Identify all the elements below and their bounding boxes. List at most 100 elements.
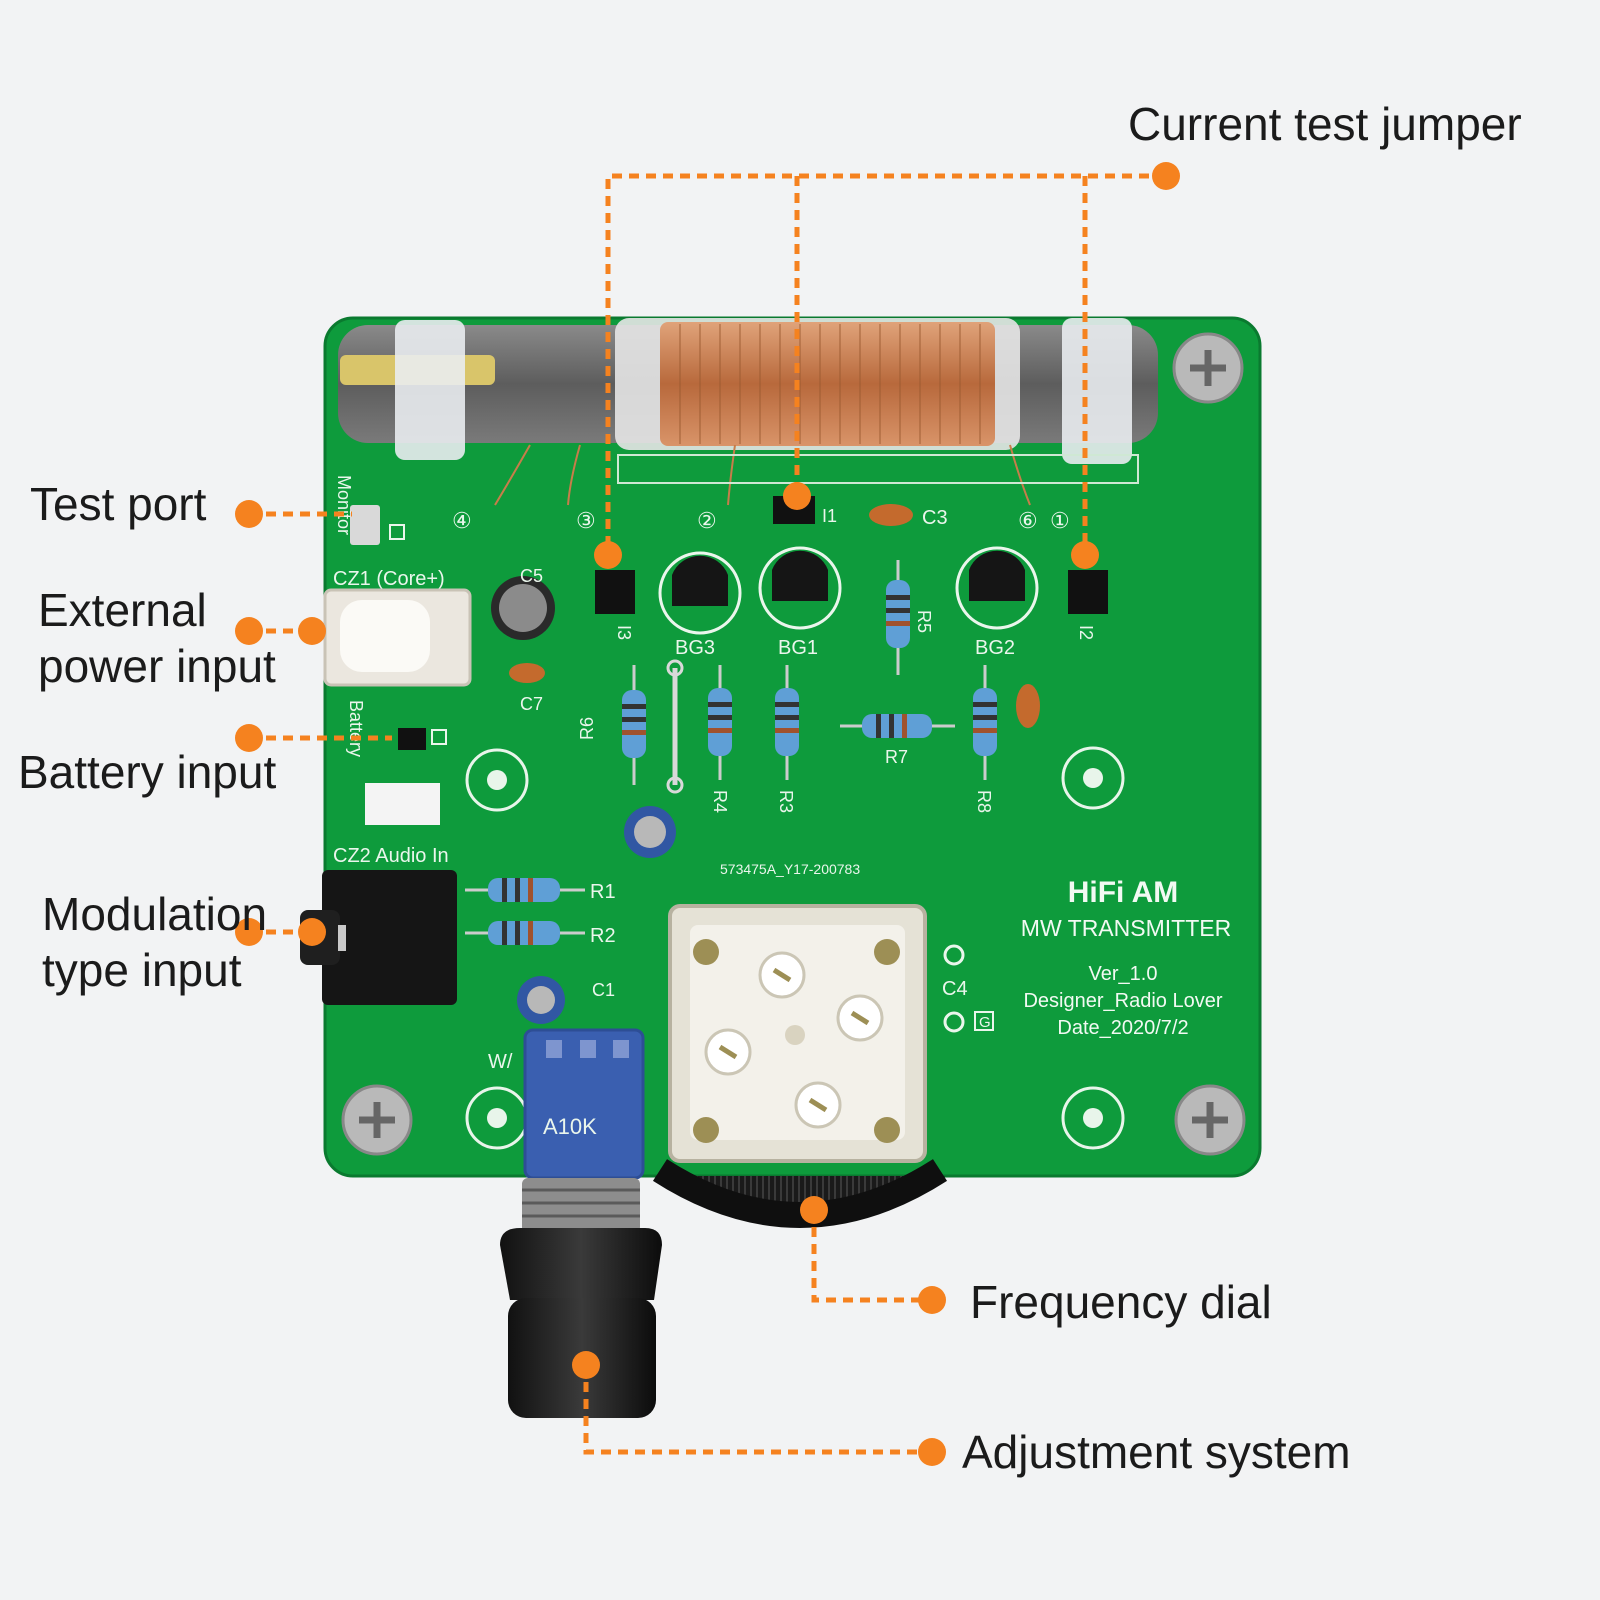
pot-value-label: A10K bbox=[543, 1114, 597, 1139]
svg-text:R8: R8 bbox=[974, 790, 994, 813]
silk-white-pad bbox=[365, 783, 440, 825]
svg-text:R6: R6 bbox=[577, 717, 597, 740]
dot-battery bbox=[235, 724, 263, 752]
callout-dots bbox=[235, 162, 1180, 1466]
capacitor-c3: C3 bbox=[869, 504, 948, 529]
callout-modulation-input: Modulation type input bbox=[42, 886, 267, 998]
test-port-monitor: Monitor bbox=[334, 475, 405, 545]
resistor-r2: R2 bbox=[465, 921, 616, 947]
dot-jumper-i3 bbox=[594, 541, 622, 569]
capacitor-c4: C4 G bbox=[942, 944, 994, 1033]
svg-text:R5: R5 bbox=[914, 610, 934, 633]
svg-text:I2: I2 bbox=[1076, 625, 1096, 640]
svg-text:I3: I3 bbox=[614, 625, 634, 640]
svg-text:C4: C4 bbox=[942, 978, 968, 1000]
svg-text:R3: R3 bbox=[776, 790, 796, 813]
resistor-r4: R4 bbox=[708, 665, 732, 813]
svg-text:R1: R1 bbox=[590, 881, 616, 903]
cz1-silk-label: CZ1 (Core+) bbox=[333, 568, 445, 590]
cz2-silk-label: CZ2 Audio In bbox=[333, 845, 449, 867]
board-serial: 573475A_Y17-200783 bbox=[720, 861, 860, 877]
callout-battery-input: Battery input bbox=[18, 746, 277, 798]
pin4-label: ④ bbox=[452, 508, 472, 533]
dot-adjustment-end bbox=[918, 1438, 946, 1466]
board-designer: Designer_Radio Lover bbox=[1023, 990, 1222, 1012]
svg-text:R7: R7 bbox=[885, 747, 908, 767]
battery-connector: Battery bbox=[346, 700, 447, 825]
rod-clip-left bbox=[395, 320, 465, 460]
transistor-bg3: BG3 bbox=[658, 551, 742, 659]
resistor-r1: R1 bbox=[465, 878, 616, 903]
mounting-screw-top-right bbox=[1172, 332, 1244, 404]
jumper-i2: I2 bbox=[1068, 570, 1108, 640]
mounting-hole-bottom-right bbox=[1061, 1086, 1125, 1150]
capacitor-c5-electrolytic: C5 bbox=[491, 566, 555, 640]
transistor-bg1: BG1 bbox=[758, 546, 842, 659]
adjustment-knob bbox=[500, 1228, 662, 1418]
resistor-r3: R3 bbox=[775, 665, 799, 813]
mounting-screw-bottom-right bbox=[1174, 1084, 1246, 1156]
dot-external-power-right bbox=[298, 617, 326, 645]
dot-external-power-left bbox=[235, 617, 263, 645]
mounting-hole-right bbox=[1061, 746, 1125, 810]
svg-text:C7: C7 bbox=[520, 694, 543, 714]
monitor-silk-label: Monitor bbox=[334, 475, 354, 535]
svg-text:C5: C5 bbox=[520, 566, 543, 586]
mounting-hole-left bbox=[465, 748, 529, 812]
jumper-i3: I3 bbox=[595, 570, 635, 640]
svg-text:C3: C3 bbox=[922, 507, 948, 529]
wire-jumper bbox=[666, 659, 684, 794]
pin2-label: ② bbox=[697, 508, 717, 533]
dot-jumper-i1 bbox=[783, 482, 811, 510]
w-silk-label: W/ bbox=[488, 1051, 513, 1073]
svg-text:I1: I1 bbox=[822, 506, 837, 526]
resistor-r6: R6 bbox=[577, 665, 646, 785]
dot-test-port bbox=[235, 500, 263, 528]
leader-frequency-dial bbox=[811, 1210, 932, 1303]
svg-text:BG1: BG1 bbox=[778, 637, 818, 659]
pot-shaft bbox=[522, 1178, 640, 1233]
callout-modulation-line2: type input bbox=[42, 944, 242, 996]
svg-text:G: G bbox=[979, 1014, 991, 1031]
svg-text:R4: R4 bbox=[710, 790, 730, 813]
frequency-dial-wheel bbox=[652, 1159, 948, 1228]
svg-text:BG3: BG3 bbox=[675, 637, 715, 659]
mounting-screw-bottom-left bbox=[341, 1084, 413, 1156]
pin3-label: ③ bbox=[576, 508, 596, 533]
adjustment-potentiometer: A10K bbox=[523, 1028, 645, 1180]
callout-current-test-jumper: Current test jumper bbox=[1128, 98, 1522, 150]
resistor-r8: R8 bbox=[973, 665, 997, 813]
dot-frequency-dial-top bbox=[800, 1196, 828, 1224]
capacitor-c6 bbox=[1016, 684, 1040, 728]
dot-frequency-dial-end bbox=[918, 1286, 946, 1314]
rod-clip-right bbox=[1062, 318, 1132, 464]
capacitor-c7: C7 bbox=[509, 663, 545, 714]
external-power-connector: CZ1 (Core+) bbox=[323, 568, 472, 687]
resistor-r7: R7 bbox=[840, 714, 955, 767]
board-date: Date_2020/7/2 bbox=[1057, 1017, 1188, 1039]
leader-current-jumper-i3 bbox=[605, 173, 1166, 552]
tuning-capacitor bbox=[668, 904, 927, 1163]
callout-adjustment-system: Adjustment system bbox=[962, 1426, 1351, 1478]
board-version: Ver_1.0 bbox=[1089, 963, 1158, 985]
board-subtitle: MW TRANSMITTER bbox=[1021, 915, 1231, 941]
battery-silk-label: Battery bbox=[346, 700, 366, 757]
pin1-label: ① bbox=[1050, 508, 1070, 533]
callout-test-port: Test port bbox=[30, 478, 207, 530]
svg-text:BG2: BG2 bbox=[975, 637, 1015, 659]
callout-frequency-dial: Frequency dial bbox=[970, 1276, 1272, 1328]
dot-modulation-right bbox=[298, 918, 326, 946]
svg-text:R2: R2 bbox=[590, 925, 616, 947]
callout-external-power-line2: power input bbox=[38, 640, 276, 692]
dot-current-jumper bbox=[1152, 162, 1180, 190]
dot-adjustment-top bbox=[572, 1351, 600, 1379]
capacitor-c2 bbox=[624, 806, 676, 858]
pin6-label: ⑥ bbox=[1018, 508, 1038, 533]
callout-modulation-line1: Modulation bbox=[42, 888, 268, 940]
callout-external-power-line1: External bbox=[38, 584, 207, 636]
dot-modulation-left bbox=[235, 918, 263, 946]
transistor-bg2: BG2 bbox=[955, 546, 1039, 659]
leader-adjustment bbox=[583, 1365, 932, 1455]
ferrite-rod-antenna bbox=[338, 318, 1158, 506]
